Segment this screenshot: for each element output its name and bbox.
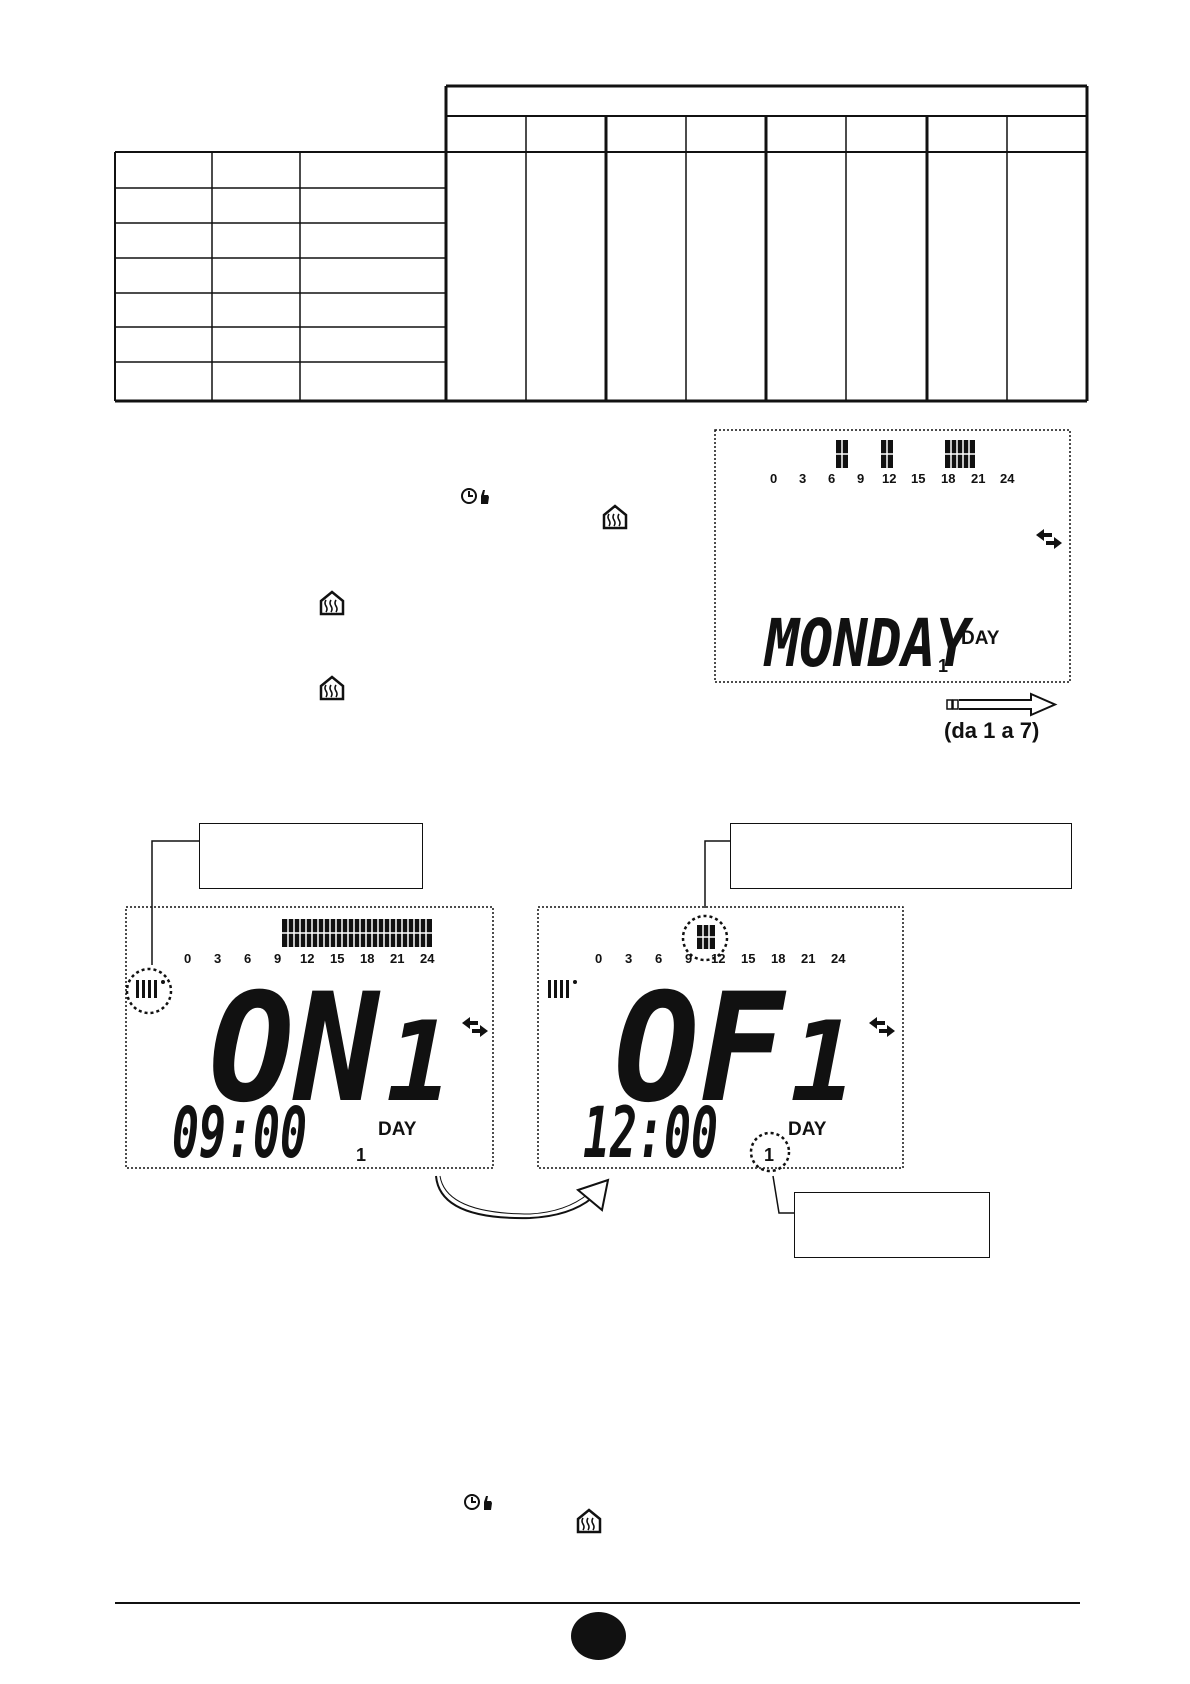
hour-tick: 9 (274, 951, 281, 966)
swap-arrows-icon (1036, 529, 1062, 549)
lcd-on-screen: 0 3 6 9 12 15 18 21 24 ON 1 09:00 DAY 1 (125, 906, 494, 1171)
hour-tick: 0 (595, 951, 602, 966)
highlight-circle (125, 967, 173, 1015)
lcd-day-label: DAY (788, 1119, 827, 1140)
lcd-day-label: DAY (961, 628, 1000, 649)
house-heating-icon (319, 675, 345, 701)
hour-tick: 15 (911, 471, 925, 486)
lcd-off-screen: 0 3 6 9 12 15 18 21 24 OF 1 12:00 DAY 1 (537, 906, 904, 1171)
house-heating-icon (602, 504, 628, 530)
callout-box-heating (199, 823, 423, 889)
schedule-table (114, 84, 1089, 403)
hour-tick: 12 (300, 951, 314, 966)
range-arrow-icon (946, 692, 1058, 717)
hour-tick-labels: 0 3 6 9 12 15 18 21 24 (770, 471, 1015, 486)
callout-leaders (125, 840, 794, 1214)
transition-arrow-icon (435, 1175, 610, 1220)
swap-arrows-icon (462, 1017, 488, 1037)
hour-tick: 24 (1000, 471, 1015, 486)
house-heating-icon (576, 1508, 602, 1534)
highlight-circle (681, 914, 729, 962)
radiator-icon (548, 980, 577, 998)
hour-tick: 24 (831, 951, 846, 966)
hour-tick: 3 (625, 951, 632, 966)
footer-rule (115, 1602, 1080, 1604)
hour-tick: 0 (770, 471, 777, 486)
callout-box-bar (730, 823, 1072, 889)
clock-hand-icon (464, 1494, 492, 1510)
swap-arrows-icon (869, 1017, 895, 1037)
hour-tick: 15 (741, 951, 755, 966)
hour-tick: 21 (390, 951, 404, 966)
lcd-time: 09:00 (172, 1092, 307, 1171)
hour-tick: 18 (941, 471, 955, 486)
callout-box-day (794, 1192, 990, 1258)
lcd-day-number: 1 (938, 656, 948, 676)
hour-tick: 21 (801, 951, 815, 966)
lcd-program-number: 1 (790, 998, 856, 1126)
page-number-badge (571, 1612, 626, 1660)
lcd-time: 12:00 (583, 1092, 718, 1171)
house-heating-icon (319, 590, 345, 616)
lcd-mode-text: OF (614, 962, 787, 1136)
hour-tick: 12 (711, 951, 725, 966)
highlight-circle (749, 1131, 791, 1173)
lcd-program-number: 1 (386, 998, 452, 1126)
lcd-day-number: 1 (356, 1145, 366, 1165)
range-caption: (da 1 a 7) (944, 718, 1040, 743)
hour-tick: 6 (655, 951, 662, 966)
hour-tick: 12 (882, 471, 896, 486)
hour-tick: 21 (971, 471, 985, 486)
hour-tick: 9 (857, 471, 864, 486)
hour-tick: 18 (360, 951, 374, 966)
hour-tick: 6 (828, 471, 835, 486)
hour-tick-labels: 0 3 6 9 12 15 18 21 24 (595, 951, 846, 966)
hour-tick-labels: 0 3 6 9 12 15 18 21 24 (184, 951, 435, 966)
lcd-mode-text: ON (209, 962, 381, 1136)
hour-tick: 15 (330, 951, 344, 966)
hour-tick: 3 (799, 471, 806, 486)
lcd-day-name: MONDAY (763, 605, 973, 682)
hour-tick: 6 (244, 951, 251, 966)
clock-hand-icon (461, 488, 489, 504)
lcd-day-label: DAY (378, 1119, 417, 1140)
radiator-icon (136, 980, 165, 998)
hour-tick: 0 (184, 951, 191, 966)
hour-tick: 9 (685, 951, 692, 966)
hour-tick: 3 (214, 951, 221, 966)
lcd-day-number: 1 (764, 1145, 774, 1165)
hour-tick: 18 (771, 951, 785, 966)
hour-tick: 24 (420, 951, 435, 966)
lcd-day-screen: 0 3 6 9 12 15 18 21 24 MONDAY 1 DAY (714, 429, 1071, 683)
